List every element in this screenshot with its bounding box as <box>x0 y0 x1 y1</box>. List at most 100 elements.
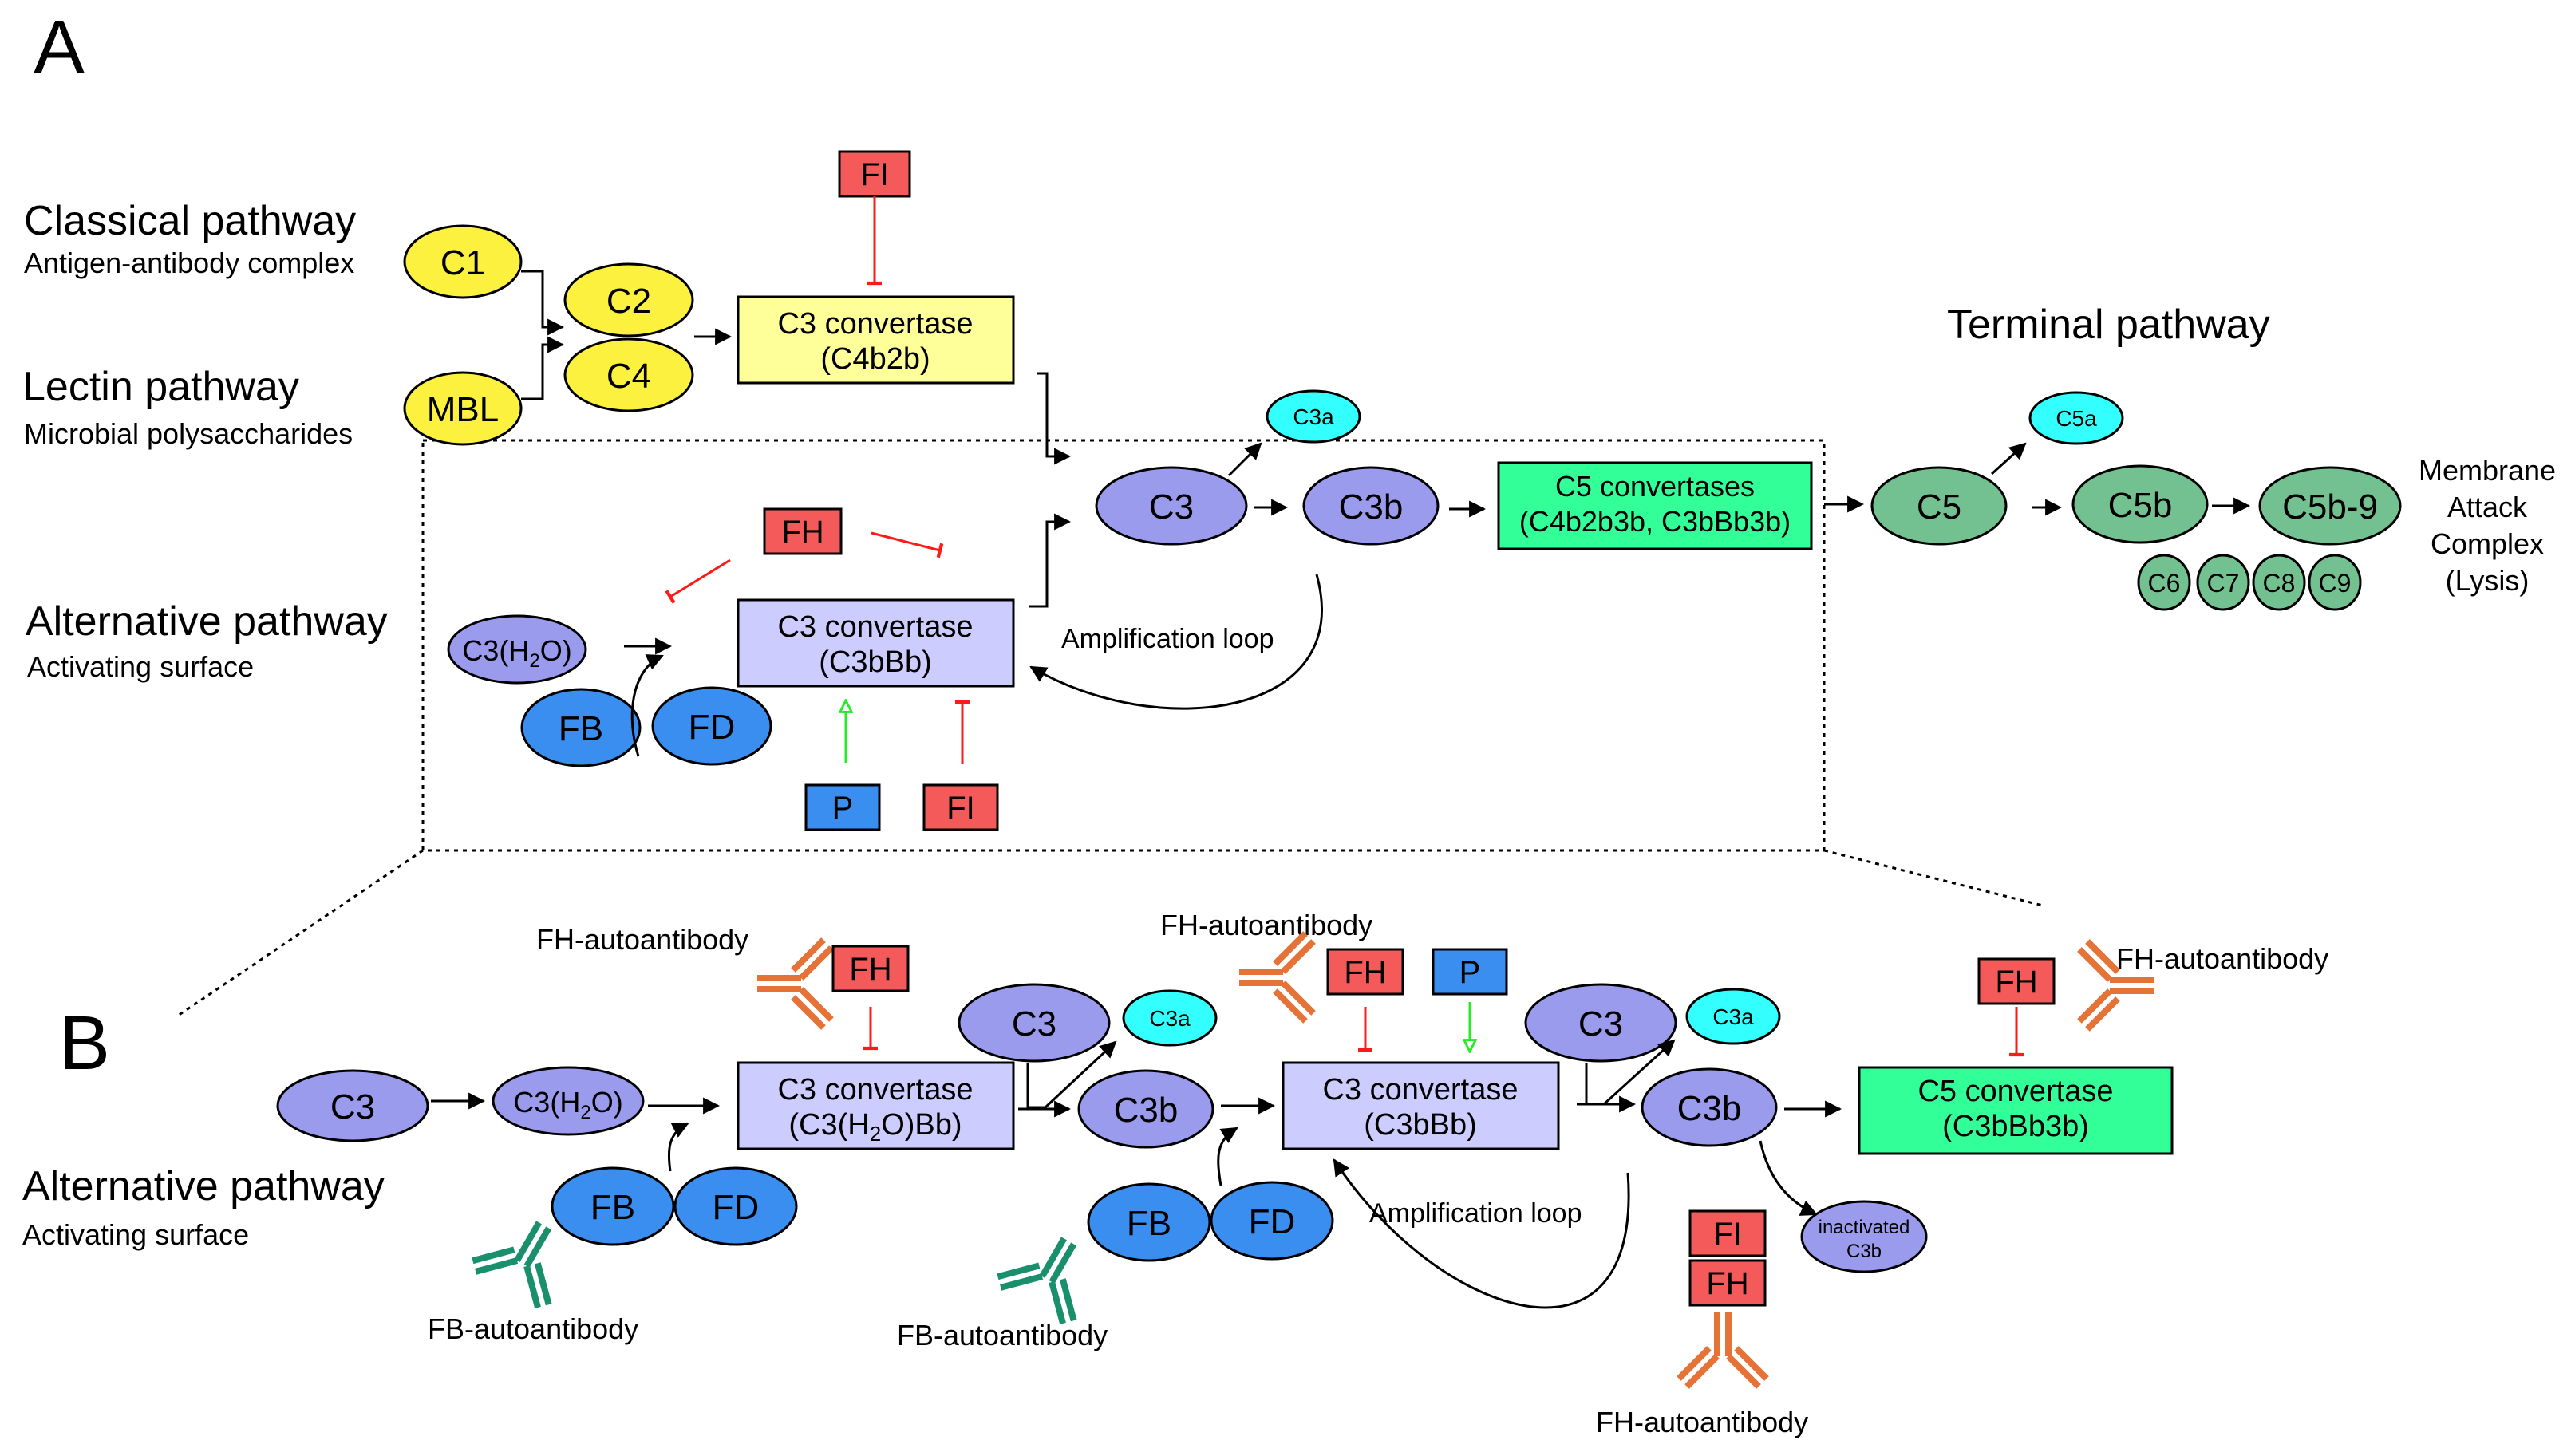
p-a-node: P <box>804 783 881 831</box>
c3-convertase-alt-a: C3 convertase (C3bBb) <box>737 598 1015 688</box>
amplification-loop-a <box>1029 574 1323 710</box>
c5-convertase-b-node: C5 convertase (C3bBb3b) <box>1858 1066 2174 1155</box>
inactivated-c3b-line1: inactivated <box>1819 1217 1910 1238</box>
c7-label: C7 <box>2207 569 2240 598</box>
c3-a-label: C3 <box>1149 487 1194 527</box>
c3-convertase-alt-a-line2: (C3bBb) <box>819 645 932 679</box>
fb-autoantibody-1-label: FB-autoantibody <box>428 1312 638 1345</box>
c3a-b2-node: C3a <box>1685 988 1781 1045</box>
c3h2o-a-main: C3(H <box>462 634 529 667</box>
fbfd2-arrow <box>1217 1127 1238 1186</box>
fb1-label: FB <box>590 1188 635 1227</box>
c3a-b2-label: C3a <box>1712 1004 1754 1029</box>
c3b2-to-inactivated-arrow <box>1759 1140 1818 1216</box>
c5-convertases-line1: C5 convertases <box>1555 470 1755 503</box>
c3-convertase-b2-line1: C3 convertase <box>1322 1073 1518 1107</box>
c3h2o-b-tail: O) <box>591 1086 623 1119</box>
fd1-node: FD <box>673 1166 798 1246</box>
svg-text:C3(H2O): C3(H2O) <box>513 1086 622 1123</box>
c3-b3-to-c3a2-arrow <box>1585 1039 1676 1106</box>
c7-node: C7 <box>2196 554 2250 611</box>
classical-to-c3-arrow <box>1037 372 1072 465</box>
c5-convertases-node: C5 convertases (C4b2b3b, C3bBb3b) <box>1497 461 1813 550</box>
fb-a-label: FB <box>559 709 603 748</box>
fh-autoantibody-1-label: FH-autoantibody <box>536 923 748 956</box>
c3-convertase-b1: C3 convertase (C3(H2O)Bb) <box>737 1061 1015 1150</box>
c9-label: C9 <box>2319 569 2352 598</box>
svg-text:(C3(H2O)Bb): (C3(H2O)Bb) <box>788 1108 962 1146</box>
terminal-pathway-title: Terminal pathway <box>1947 302 2270 348</box>
c3a-a-node: C3a <box>1266 389 1361 444</box>
fh-a-inhibit-right <box>871 531 944 558</box>
fh4-label: FH <box>1995 965 2037 1000</box>
panel-label-a: A <box>34 5 85 90</box>
amplification-loop-a-label: Amplification loop <box>1061 624 1274 654</box>
c3h2o-b-main: C3(H <box>513 1086 580 1119</box>
c3h2o-a-node: C3(H2O) <box>447 614 587 685</box>
mac-line1: Membrane <box>2419 454 2556 487</box>
c5a-node: C5a <box>2028 391 2124 445</box>
fh1-label: FH <box>849 952 891 987</box>
c5-node: C5 <box>1870 466 2008 546</box>
c3-convertase-classical-line2: (C4b2b) <box>820 342 930 376</box>
c5b-node: C5b <box>2071 464 2209 544</box>
fb-autoantibody-2-icon <box>993 1219 1107 1328</box>
mbl-label: MBL <box>427 390 499 429</box>
c5a-label: C5a <box>2056 406 2097 431</box>
fi-bottom-node: FI <box>922 783 999 831</box>
c3-to-c3a-arrow <box>1227 442 1262 477</box>
mbl-connector <box>521 336 565 400</box>
c3h2o-a-tail: O) <box>540 634 572 667</box>
c9-node: C9 <box>2308 554 2362 611</box>
c4-node: C4 <box>563 337 694 412</box>
fh-autoantibody-2-label: FH-autoantibody <box>1160 909 1372 941</box>
c3-b2-node: C3 <box>958 983 1111 1063</box>
c3-convertase-b2: C3 convertase (C3bBb) <box>1282 1061 1560 1150</box>
c6-node: C6 <box>2137 554 2191 611</box>
c8-node: C8 <box>2252 554 2306 611</box>
c5-label: C5 <box>1917 487 1961 527</box>
fh2-label: FH <box>1344 955 1386 990</box>
fh-autoantibody-4-label: FH-autoantibody <box>2116 942 2328 975</box>
fh3-label: FH <box>1706 1266 1748 1301</box>
c3h2o-b-sub: 2 <box>580 1102 590 1123</box>
fb2-node: FB <box>1087 1182 1211 1262</box>
lectin-pathway-title: Lectin pathway <box>22 364 299 410</box>
c3-b3-label: C3 <box>1578 1004 1623 1044</box>
c5b-label: C5b <box>2108 486 2173 525</box>
fi-bottom-label: FI <box>946 791 975 826</box>
c3-b2-to-c3a1-arrow <box>1026 1040 1117 1109</box>
fh3-node: FH <box>1688 1259 1767 1307</box>
c1-connector <box>521 270 565 336</box>
fi-top-label: FI <box>860 157 889 192</box>
c1-node: C1 <box>403 224 523 299</box>
c3h2o-b-node: C3(H2O) <box>492 1066 645 1136</box>
svg-text:C3(H2O): C3(H2O) <box>462 634 571 672</box>
fb2-label: FB <box>1127 1204 1171 1243</box>
c5-convertase-b-line1: C5 convertase <box>1917 1075 2113 1108</box>
c3-convertase-b1-line2a: (C3(H <box>788 1108 869 1142</box>
fh1-node: FH <box>831 945 910 992</box>
mac-line3: Complex <box>2431 527 2544 560</box>
c3b-a-node: C3b <box>1302 466 1440 546</box>
alt-to-c3-arrow <box>1029 513 1072 608</box>
c3-b3-node: C3 <box>1524 983 1677 1063</box>
fd1-label: FD <box>713 1188 760 1227</box>
c8-label: C8 <box>2263 569 2296 598</box>
lectin-pathway-subtitle: Microbial polysaccharides <box>24 417 353 450</box>
zoom-guide-right <box>1823 849 2044 907</box>
fh-a-label: FH <box>781 515 823 550</box>
fbfd-a-arrow <box>630 654 664 757</box>
c2-label: C2 <box>606 282 651 321</box>
fh2-node: FH <box>1326 948 1404 996</box>
fh-a-inhibit-left <box>665 558 731 604</box>
p-b-label: P <box>1459 955 1481 990</box>
fh-autoantibody-3-label: FH-autoantibody <box>1596 1406 1808 1438</box>
c3-convertase-b1-line2sub: 2 <box>870 1122 881 1146</box>
fi-top-node: FI <box>838 150 911 198</box>
p-a-label: P <box>832 791 854 826</box>
c3b-b1-node: C3b <box>1077 1069 1214 1149</box>
fb-autoantibody-2-label: FB-autoantibody <box>897 1319 1108 1351</box>
fh-autoantibody-2-icon <box>1239 933 1313 1021</box>
